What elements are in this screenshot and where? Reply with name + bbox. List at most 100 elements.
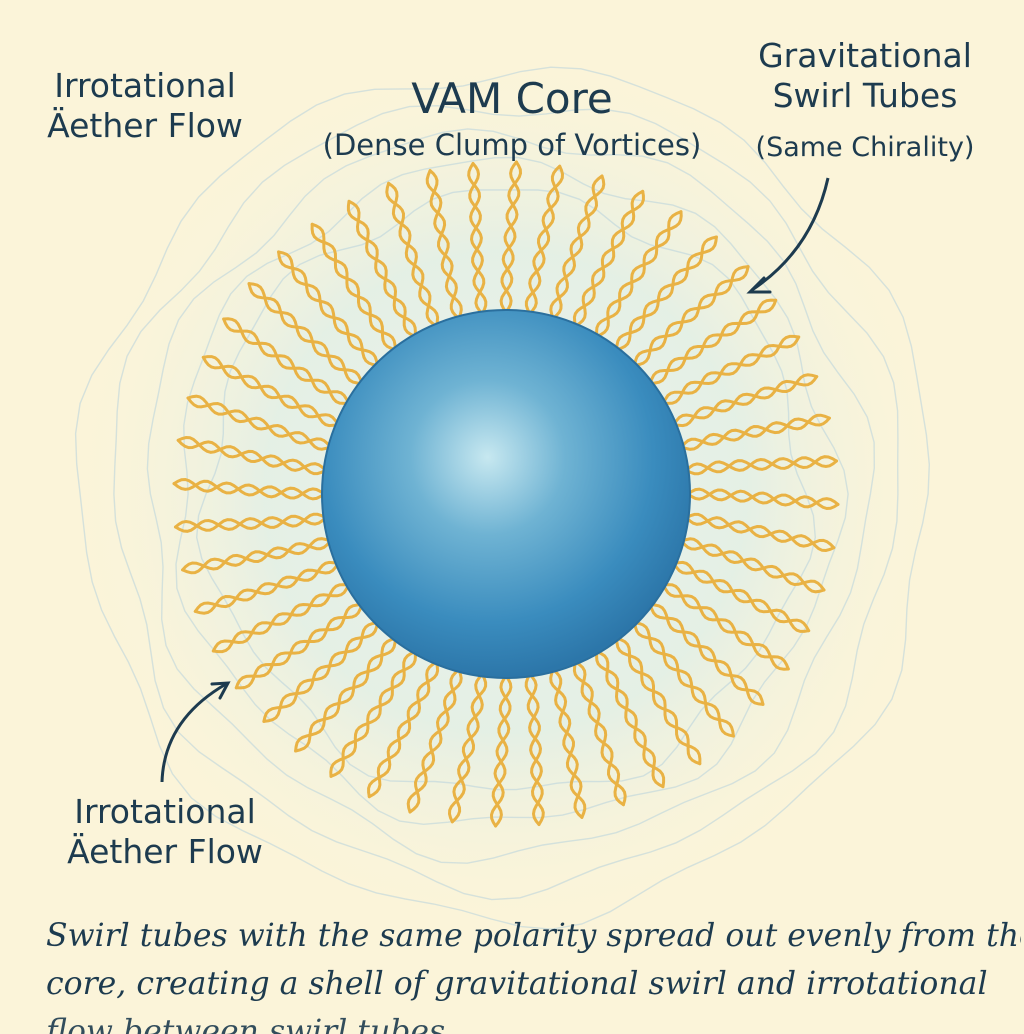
swirl-tube [234, 603, 364, 690]
swirl-tube-strand [222, 317, 350, 405]
swirl-tube-strand [186, 396, 332, 451]
swirl-tube [684, 512, 836, 553]
aether-flow-line [175, 156, 849, 826]
swirl-tube-strand [499, 160, 521, 314]
swirl-tube-strand [491, 674, 513, 828]
swirl-tube [595, 210, 683, 338]
swirl-tube [672, 560, 811, 633]
arrow-to-aether-flow-head [210, 681, 231, 700]
swirl-tube-strand [294, 636, 397, 753]
swirl-tube-strand [385, 181, 438, 328]
swirl-tube [367, 660, 440, 799]
swirl-tube-strand [680, 413, 831, 449]
aether-flow-line [195, 189, 817, 791]
swirl-tube-strand [193, 560, 340, 613]
swirl-tube-strand [500, 160, 523, 314]
core-subtitle: (Dense Clump of Vortices) [322, 128, 702, 162]
swirl-tube [549, 174, 606, 320]
swirl-tube [680, 413, 831, 451]
swirl-tube [633, 621, 735, 738]
swirl-tube-strand [672, 373, 819, 426]
swirl-tube-strand [633, 265, 750, 367]
swirl-tube-strand [633, 265, 750, 367]
swirl-tube-strand [468, 162, 488, 316]
swirl-tube-strand [524, 672, 544, 826]
swirl-tube-strand [595, 650, 666, 789]
swirl-tube [662, 583, 790, 671]
swirl-tube-strand [526, 672, 545, 826]
swirl-tube [672, 373, 819, 428]
swirl-tube [549, 668, 587, 819]
vam-core-sphere [321, 309, 691, 679]
swirl-tube [193, 560, 340, 615]
swirl-tube-strand [572, 660, 625, 807]
arrow-to-aether-flow [160, 682, 227, 783]
swirl-tube-strand [247, 282, 364, 385]
swirl-tube-strand [347, 199, 417, 338]
swirl-tube-strand [672, 560, 811, 633]
swirl-tube-strand [680, 537, 826, 592]
swirl-tube-strand [684, 516, 836, 553]
caption-line: core, creating a shell of gravitational … [46, 966, 988, 1002]
swirl-tube [648, 603, 765, 706]
swirl-tube [425, 169, 463, 320]
swirl-tube-strand [181, 537, 332, 572]
swirl-tube-strand [662, 583, 790, 671]
swirl-tube [595, 650, 666, 789]
swirl-tubes-sublabel: (Same Chirality) [755, 132, 975, 163]
swirl-tube-strand [595, 650, 665, 789]
swirl-tube [572, 189, 645, 328]
swirl-tube-strand [262, 621, 379, 723]
swirl-tube [262, 621, 379, 723]
swirl-tube-strand [450, 672, 488, 824]
swirl-tube-strand [174, 514, 328, 533]
swirl-tube-strand [662, 335, 801, 405]
swirl-tube-strand [615, 636, 702, 766]
swirl-tube [447, 672, 488, 824]
swirl-tube-strand [310, 222, 397, 352]
caption: Swirl tubes with the same polarity sprea… [46, 912, 1021, 1034]
swirl-tube-strand [428, 169, 463, 320]
swirl-tube [310, 222, 397, 352]
swirl-tube [524, 164, 565, 316]
swirl-tube [181, 537, 332, 575]
swirl-tube-strand [648, 603, 765, 706]
swirl-tube-strand [193, 562, 340, 615]
swirl-tube-strand [633, 621, 735, 738]
swirl-tube [186, 394, 332, 451]
swirl-tube [489, 674, 513, 828]
swirl-tube [648, 298, 778, 385]
swirl-tube-strand [686, 487, 840, 509]
swirl-tube-strand [662, 583, 790, 671]
swirl-tube-strand [551, 668, 587, 819]
swirl-tube-strand [234, 603, 364, 690]
swirl-tube-strand [201, 355, 340, 428]
swirl-tube-strand [615, 235, 718, 352]
swirl-tube-strand [222, 317, 350, 405]
swirl-tube-strand [201, 355, 340, 426]
swirl-tube-strand [247, 282, 364, 385]
swirl-tube [247, 282, 364, 385]
swirl-tube-strand [672, 375, 819, 428]
swirl-tube [211, 583, 350, 654]
swirl-tube-strand [528, 164, 565, 316]
swirl-tube-strand [211, 583, 350, 653]
swirl-tube-strand [551, 174, 606, 320]
aether-flow-label-top: Irrotational Äether Flow [47, 66, 243, 145]
swirl-tube-strand [310, 222, 397, 352]
swirl-tube-strand [329, 650, 417, 778]
swirl-tube-strand [367, 660, 438, 799]
swirl-tube [172, 477, 326, 501]
swirl-tube-strand [684, 512, 836, 550]
swirl-tube [406, 668, 463, 814]
swirl-tube-strand [680, 539, 826, 594]
swirl-tubes [172, 160, 840, 828]
swirl-tube [686, 487, 840, 511]
swirl-tube [524, 672, 545, 826]
swirl-tube-strand [615, 636, 702, 766]
swirl-tube-strand [277, 250, 379, 367]
swirl-tube-strand [489, 674, 512, 828]
swirl-tube-strand [181, 539, 332, 575]
swirl-tube [615, 636, 702, 766]
